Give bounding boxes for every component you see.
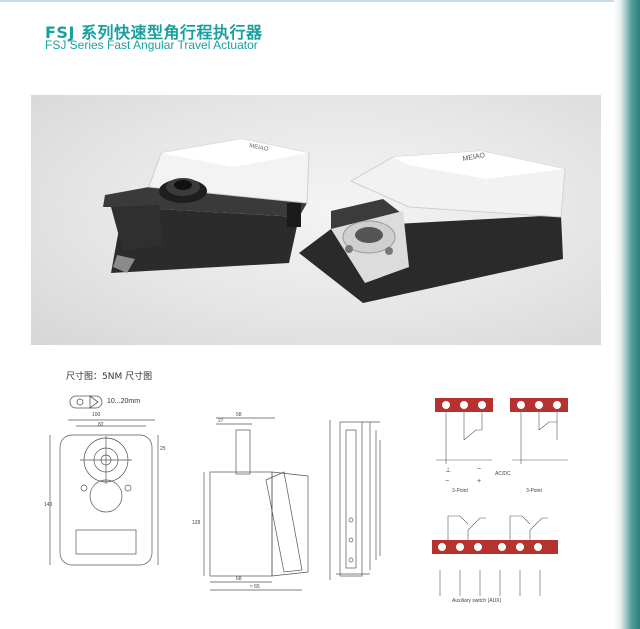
- front-side-label: 25: [160, 446, 166, 452]
- top-rule: [0, 0, 640, 2]
- right-wiring-label: 3-Point: [526, 488, 542, 494]
- actuator-photo-illustration: MEIAO MEIAO: [103, 138, 566, 303]
- side-height-label: 128: [192, 520, 201, 526]
- front-inner-label: 82: [98, 422, 104, 428]
- power-symbol-1: ⊥: [445, 467, 452, 474]
- technical-drawings: [49, 395, 568, 596]
- left-actuator: MEIAO: [103, 138, 310, 273]
- side-bottom-label: 68: [236, 576, 242, 582]
- side-view: [203, 417, 309, 591]
- front-height-label: 143: [44, 502, 53, 508]
- wiring-top-left: [435, 398, 493, 464]
- aux-switch-note: Auxiliary switch (AUX): [452, 598, 502, 604]
- left-logo: MEIAO: [249, 143, 269, 153]
- side-top-label: 58: [236, 412, 242, 418]
- right-logo: MEIAO: [462, 152, 486, 163]
- dimension-section-title: 尺寸图：5NM 尺寸图: [66, 372, 153, 382]
- shaft-range-label: 10...20mm: [107, 398, 141, 405]
- wiring-bottom: [432, 515, 558, 596]
- front-width-label: 100: [92, 412, 101, 418]
- side-offset-label: 27: [218, 418, 224, 424]
- product-photo: MEIAO MEIAO: [31, 95, 601, 345]
- right-actuator: MEIAO: [299, 150, 566, 303]
- bracket-view: [329, 420, 381, 580]
- page-subtitle: FSJ Series Fast Angular Travel Actuator: [45, 38, 258, 52]
- side-decor-band: [614, 0, 640, 629]
- dimension-drawing: 尺寸图：5NM 尺寸图 10...20mm 100 82 25 143 58 2…: [40, 360, 600, 620]
- page-title: FSJ 系列快速型角行程执行器: [45, 23, 263, 42]
- wiring-top-right: [510, 398, 568, 464]
- left-wiring-label: 3-Point: [452, 488, 468, 494]
- power-symbol-2: ~: [477, 466, 482, 473]
- power-symbol-3: −: [445, 478, 450, 485]
- side-total-label: ≈ 65: [250, 584, 260, 590]
- power-symbol-4: +: [477, 478, 482, 485]
- shaft-symbol: [69, 395, 103, 409]
- ac-dc-label: AC/DC: [495, 471, 511, 477]
- front-view: [49, 419, 159, 566]
